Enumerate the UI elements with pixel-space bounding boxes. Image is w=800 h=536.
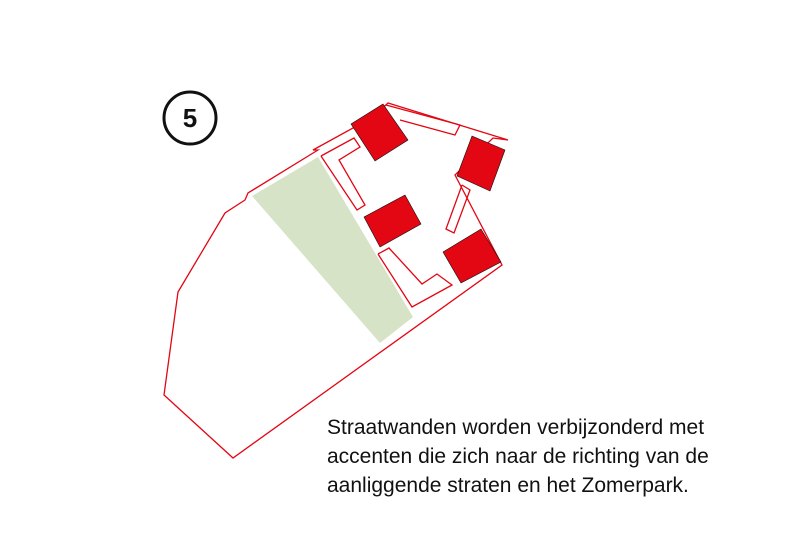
accent-block-north <box>350 103 409 162</box>
accent-block-northeast <box>456 135 506 192</box>
badge-circle <box>162 90 218 146</box>
caption-line-1: Straatwanden worden verbijzonderd met <box>327 416 705 439</box>
facade-outline-south <box>377 247 454 308</box>
step-badge: 5 <box>162 90 218 146</box>
facade-outline-upper <box>385 104 461 136</box>
diagram-caption: Straatwanden worden verbijzonderd met ac… <box>327 413 787 500</box>
badge-number: 5 <box>183 103 197 133</box>
facade-outline-north <box>320 137 366 211</box>
caption-line-2: accenten die zich naar de richting van d… <box>327 445 709 468</box>
caption-line-3: aanliggende straten en het Zomerpark. <box>327 474 689 497</box>
facade-outline-east <box>445 184 471 234</box>
accent-block-southeast <box>442 228 502 284</box>
zomerpark-green-zone <box>252 157 413 343</box>
accent-block-center <box>363 194 422 248</box>
